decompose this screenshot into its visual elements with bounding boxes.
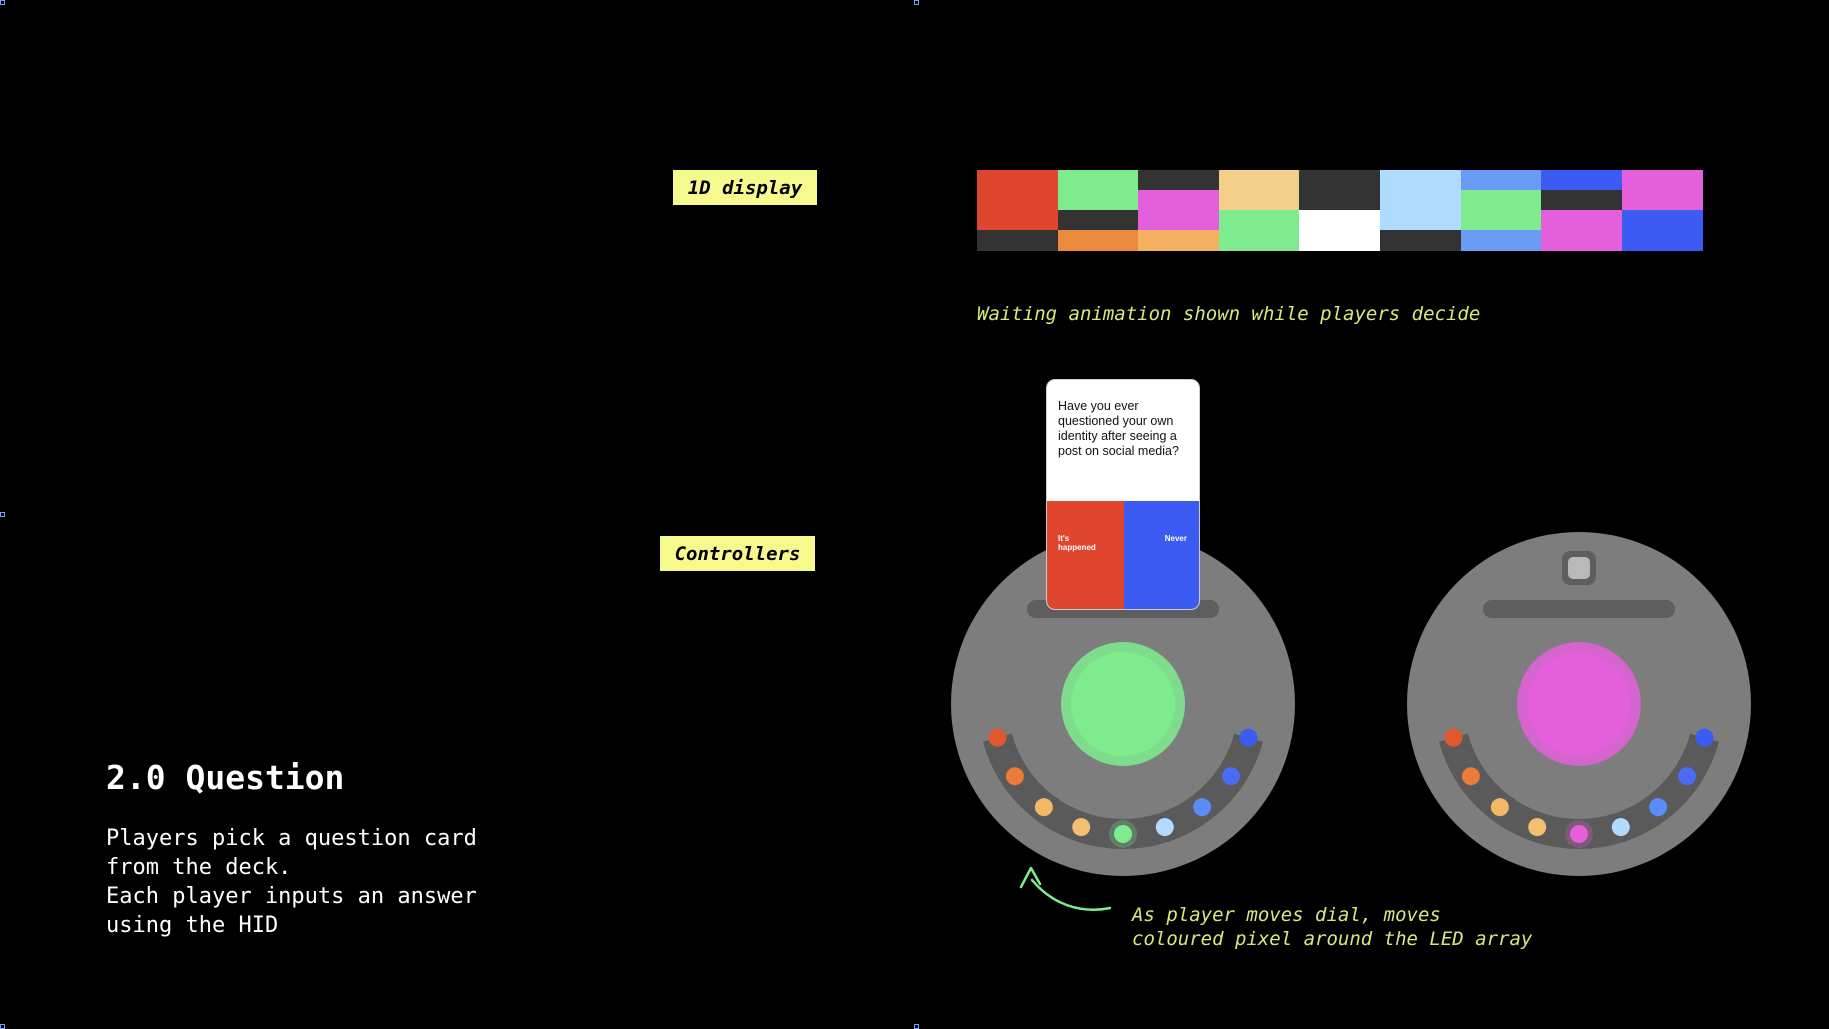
display-pixel [1138, 170, 1220, 191]
display-pixel [977, 170, 1058, 191]
display-pixel [1057, 210, 1139, 231]
led [1005, 767, 1024, 786]
led [1528, 818, 1547, 837]
display-pixel [1541, 190, 1623, 211]
display-pixel [1218, 230, 1300, 251]
display-pixel [977, 190, 1058, 211]
display-pixel [1621, 190, 1703, 211]
led [1193, 798, 1212, 817]
led [1155, 818, 1174, 837]
display-pixel [1299, 190, 1381, 211]
display-pixel [977, 230, 1058, 251]
card-slot [1483, 600, 1675, 618]
display-pixel [1299, 230, 1381, 251]
led [1611, 818, 1630, 837]
display-pixel [1460, 170, 1542, 191]
display-caption: Waiting animation shown while players de… [977, 303, 1481, 325]
led [1678, 767, 1697, 786]
main-button [1071, 652, 1175, 756]
display-pixel [1218, 170, 1300, 191]
display-pixel [1460, 230, 1542, 251]
curved-arrow-icon [1019, 866, 1112, 911]
card-question: Have you ever questioned your own identi… [1058, 399, 1179, 458]
display-pixel [1299, 170, 1381, 191]
frame-marker [914, 0, 919, 5]
controllers-tag: Controllers [660, 536, 815, 571]
frame-marker [0, 1024, 5, 1029]
led [1222, 767, 1241, 786]
controller-player-1 [951, 532, 1295, 876]
card-answer-no-label: Never [1164, 534, 1187, 543]
led [1695, 728, 1714, 747]
frame-marker [0, 0, 5, 5]
display-pixel [977, 210, 1058, 231]
display-column [977, 170, 1058, 251]
card-answer-yes-label: It's happened [1058, 534, 1096, 552]
display-column [1138, 170, 1220, 251]
display-column [1380, 170, 1461, 251]
display-column [1218, 170, 1300, 251]
led [1034, 798, 1053, 817]
display-pixel [1218, 210, 1300, 231]
sensor-icon [1568, 557, 1590, 579]
led [1490, 798, 1509, 817]
display-pixel [1541, 210, 1623, 231]
led [1649, 798, 1668, 817]
display-pixel [1460, 210, 1542, 231]
display-pixel [1460, 190, 1542, 211]
display-pixel [1299, 210, 1381, 231]
display-tag: 1D display [673, 170, 817, 205]
controllers-caption: As player moves dial, moves coloured pix… [1132, 904, 1533, 950]
display-pixel [1380, 230, 1461, 251]
led [1072, 818, 1091, 837]
frame-marker [0, 512, 5, 517]
display-pixel [1138, 190, 1220, 211]
led [1239, 728, 1258, 747]
display-column [1460, 170, 1542, 251]
display-column [1621, 170, 1703, 251]
display-pixel [1218, 190, 1300, 211]
section-description: Players pick a question card from the de… [106, 826, 477, 938]
display-column [1299, 170, 1381, 251]
display-pixel [1057, 170, 1139, 191]
main-button [1527, 652, 1631, 756]
display-pixel [1541, 230, 1623, 251]
card-answer-no: Never [1124, 501, 1199, 609]
question-card: Have you ever questioned your own identi… [1046, 379, 1200, 610]
display-pixel [1380, 190, 1461, 211]
led [1461, 767, 1480, 786]
section-title: 2.0 Question [106, 758, 345, 797]
display-pixel [1541, 170, 1623, 191]
display-pixel [1621, 170, 1703, 191]
frame-marker [914, 1024, 919, 1029]
display-pixel [1138, 210, 1220, 231]
display-column [1057, 170, 1139, 251]
display-pixel [1380, 170, 1461, 191]
display-column [1541, 170, 1623, 251]
display-pixel [1057, 190, 1139, 211]
display-pixel [1138, 230, 1220, 251]
led [1444, 728, 1463, 747]
led [988, 728, 1007, 747]
display-pixel [1621, 230, 1703, 251]
card-answer-yes: It's happened [1047, 501, 1124, 609]
controller-player-2 [1407, 532, 1751, 876]
active-led [1570, 825, 1588, 843]
display-pixel [1057, 230, 1139, 251]
active-led [1114, 825, 1132, 843]
display-pixel [1621, 210, 1703, 231]
display-pixel [1380, 210, 1461, 231]
